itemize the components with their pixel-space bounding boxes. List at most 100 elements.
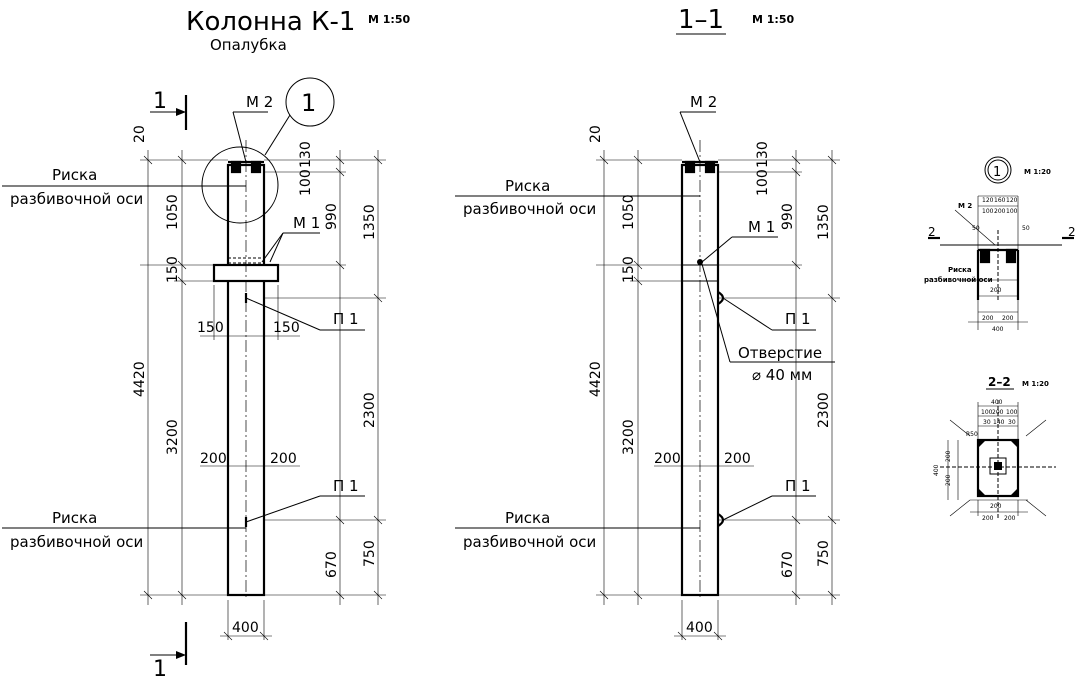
detail-1-dim-50a: 50 <box>972 225 980 232</box>
mid-m2-label: М 2 <box>690 93 717 111</box>
mid-dim-400: 400 <box>686 620 713 636</box>
detail-1-dim-50b: 50 <box>1022 225 1030 232</box>
detail-1-dim-400: 400 <box>992 326 1004 333</box>
detail-2-dim-r50: R50 <box>966 431 978 438</box>
detail-1-dim-top2-c: 100 <box>1006 208 1018 215</box>
mid-view-scale: М 1:50 <box>752 13 794 26</box>
left-dim-200-w-a: 200 <box>200 451 227 467</box>
left-view-scale: М 1:50 <box>368 13 410 26</box>
mid-dim-4420: 4420 <box>588 361 604 397</box>
detail-zone-circle <box>201 146 279 224</box>
detail-1-dim-bottom-b: 200 <box>1002 315 1014 322</box>
mid-risk-bottom-line1: Риска <box>505 509 550 527</box>
left-dim-750: 750 <box>362 540 378 567</box>
detail-2-dim-top-b: 200 <box>992 409 1004 416</box>
mid-dim-130: 130 <box>755 141 771 168</box>
detail-2-dim-top2-c: 30 <box>1008 419 1016 426</box>
detail-1-dim-top-a: 120 <box>982 197 994 204</box>
detail-2-dim-left-c: 200 <box>945 450 952 462</box>
detail-1-risk-line2: разбивочной оси <box>924 276 993 284</box>
left-dim-1350: 1350 <box>362 204 378 240</box>
mid-risk-top-line1: Риска <box>505 177 550 195</box>
left-risk-bottom-line2: разбивочной оси <box>10 533 143 551</box>
detail-callout-circle <box>285 77 335 127</box>
detail-2-dim-left-a: 400 <box>933 464 940 476</box>
detail-1-dim-bottom-a: 200 <box>982 315 994 322</box>
mid-hole-line2: ⌀ 40 мм <box>752 366 812 384</box>
mid-dim-lines <box>596 150 840 641</box>
detail-2-dim-left-b: 200 <box>945 474 952 486</box>
detail-1-view: 1 М 1:20 М 2 2 2 120 160 <box>924 156 1076 333</box>
detail-2-dim-200: 200 <box>990 503 1002 510</box>
left-p1-top-label: П 1 <box>333 310 359 328</box>
detail-2-dim-top2-a: 30 <box>983 419 991 426</box>
mid-risk-top-line2: разбивочной оси <box>463 200 596 218</box>
left-dim-2300: 2300 <box>362 392 378 428</box>
mid-risk-bottom-line2: разбивочной оси <box>463 533 596 551</box>
left-m2-label: М 2 <box>246 93 273 111</box>
left-view-title: Колонна К-1 <box>186 7 355 37</box>
section-mark-top-label: 1 <box>153 89 167 114</box>
detail-1-dim-top-b: 160 <box>994 197 1006 204</box>
detail-2-2-view: 2–2 М 1:20 <box>933 375 1056 522</box>
mid-dim-20: 20 <box>588 125 604 143</box>
detail-callout-number: 1 <box>301 89 316 117</box>
mid-dim-200-w-b: 200 <box>724 451 751 467</box>
left-risk-top-line2: разбивочной оси <box>10 190 143 208</box>
left-dim-200-w-b: 200 <box>270 451 297 467</box>
section-mark-top: 1 <box>150 89 188 130</box>
mid-dim-1350: 1350 <box>816 204 832 240</box>
mid-dim-750: 750 <box>816 540 832 567</box>
left-column-outline <box>212 140 280 600</box>
left-dim-150-w-a: 150 <box>197 320 224 336</box>
left-dim-lines <box>140 150 386 641</box>
detail-2-outline <box>940 400 1056 520</box>
detail-2-dim-top-a: 100 <box>981 409 993 416</box>
mid-hole-line1: Отверстие <box>738 344 822 362</box>
left-dim-3200: 3200 <box>165 419 181 455</box>
mid-dim-100: 100 <box>755 169 771 196</box>
detail-2-dim-top2-b: 140 <box>993 419 1005 426</box>
left-dim-1050: 1050 <box>165 194 181 230</box>
left-m1-label: М 1 <box>293 214 320 232</box>
mid-dim-150: 150 <box>621 256 637 283</box>
detail-1-dim-top2-b: 200 <box>994 208 1006 215</box>
detail-1-outline <box>940 195 1062 330</box>
mid-p1-top-label: П 1 <box>785 310 811 328</box>
section-mark-bottom: 1 <box>150 622 188 682</box>
detail-1-section-mark-left: 2 <box>928 225 936 239</box>
detail-2-scale: М 1:20 <box>1022 380 1049 388</box>
mid-dim-2300: 2300 <box>816 392 832 428</box>
mid-p1-bottom-label: П 1 <box>785 477 811 495</box>
left-risk-top-line1: Риска <box>52 166 97 184</box>
detail-1-m2-label: М 2 <box>958 202 972 210</box>
detail-1-dim-top2-a: 100 <box>982 208 994 215</box>
detail-1-section-mark-right: 2 <box>1068 225 1076 239</box>
left-dim-4420: 4420 <box>132 361 148 397</box>
detail-2-dim-top-c: 100 <box>1006 409 1018 416</box>
left-dim-100: 100 <box>298 169 314 196</box>
left-formwork-view: Колонна К-1 М 1:50 Опалубка 1 1 1 <box>2 7 410 682</box>
left-dim-20: 20 <box>132 125 148 143</box>
section-1-1-view: 1–1 М 1:50 М 2 М 1 П 1 Отверстие ⌀ 40 мм <box>455 5 840 641</box>
mid-dim-670: 670 <box>780 551 796 578</box>
section-mark-bottom-label: 1 <box>153 657 167 682</box>
detail-2-dim-400: 400 <box>991 399 1003 406</box>
mid-view-title: 1–1 <box>678 5 724 35</box>
left-risk-bottom-line1: Риска <box>52 509 97 527</box>
left-dim-670: 670 <box>324 551 340 578</box>
left-dim-130: 130 <box>298 141 314 168</box>
detail-1-number: 1 <box>993 165 1001 180</box>
left-dim-150: 150 <box>165 256 181 283</box>
mid-dim-1050: 1050 <box>621 194 637 230</box>
left-dim-990: 990 <box>324 203 340 230</box>
detail-2-dim-bottom-a: 200 <box>982 515 994 522</box>
mid-dim-200-w-a: 200 <box>654 451 681 467</box>
left-p1-bottom-label: П 1 <box>333 477 359 495</box>
detail-2-dim-bottom-b: 200 <box>1004 515 1016 522</box>
left-dim-150-w-b: 150 <box>273 320 300 336</box>
mid-dim-990: 990 <box>780 203 796 230</box>
left-view-subtitle: Опалубка <box>210 36 287 54</box>
mid-dim-3200: 3200 <box>621 419 637 455</box>
